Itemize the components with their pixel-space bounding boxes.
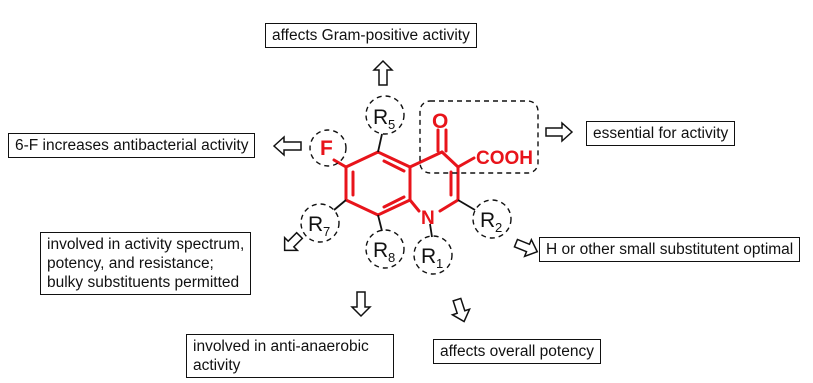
arrow-left-icon [272,135,302,157]
arrow-up-icon [372,59,394,86]
r1-label: R 1 [421,245,443,271]
r7-circle [300,203,340,243]
svg-text:7: 7 [323,224,330,239]
svg-text:1: 1 [436,256,443,271]
spectrum-line-2: potency, and resistance; [47,255,214,272]
cooh-label: COOH [476,148,533,169]
small-substituent-box: H or other small substitutent optimal [539,237,801,262]
r7-label: R 7 [308,213,330,239]
gram-positive-box: affects Gram-positive activity [265,23,477,48]
fluorine-label: F [320,137,333,160]
substituent-circles [300,95,512,275]
svg-text:R: R [373,106,388,129]
r1-circle [413,235,453,275]
arrow-down-right-icon [450,297,471,323]
svg-text:R: R [373,239,388,262]
potency-box: affects overall potency [433,339,601,364]
r8-circle [365,229,405,269]
pointer-arrows [272,59,574,323]
f-circle [309,129,347,167]
svg-text:R: R [480,209,495,232]
essential-box: essential for activity [586,121,736,146]
substituent-bonds [333,133,476,238]
anaerobic-box: involved in anti-anaerobic activity [186,334,394,378]
arrow-down-left-icon [283,231,304,252]
arrow-right-icon [545,121,574,143]
oxygen-label: O [432,110,448,133]
r8-label: R 8 [373,239,395,265]
r2-label: R 2 [480,209,502,235]
arrow-down-icon [350,291,372,318]
anaerobic-line-1: involved in anti-anaerobic [193,338,369,355]
r5-circle [365,95,405,135]
svg-text:R: R [421,245,436,268]
quinolone-scaffold [332,128,476,217]
anaerobic-line-2: activity [193,357,241,374]
svg-text:5: 5 [388,117,395,132]
svg-text:R: R [308,213,323,236]
six-f-box: 6-F increases antibacterial activity [8,133,256,158]
nitrogen-label: N [421,208,435,229]
essential-region-box [419,100,539,174]
r5-label: R 5 [373,106,395,132]
spectrum-line-3: bulky substituents permitted [47,274,240,291]
arrow-right-down-icon [513,237,539,258]
r2-circle [472,199,512,239]
svg-text:8: 8 [388,250,395,265]
spectrum-line-1: involved in activity spectrum, [47,236,245,253]
svg-text:2: 2 [495,220,502,235]
spectrum-box: involved in activity spectrum, potency, … [40,232,252,295]
